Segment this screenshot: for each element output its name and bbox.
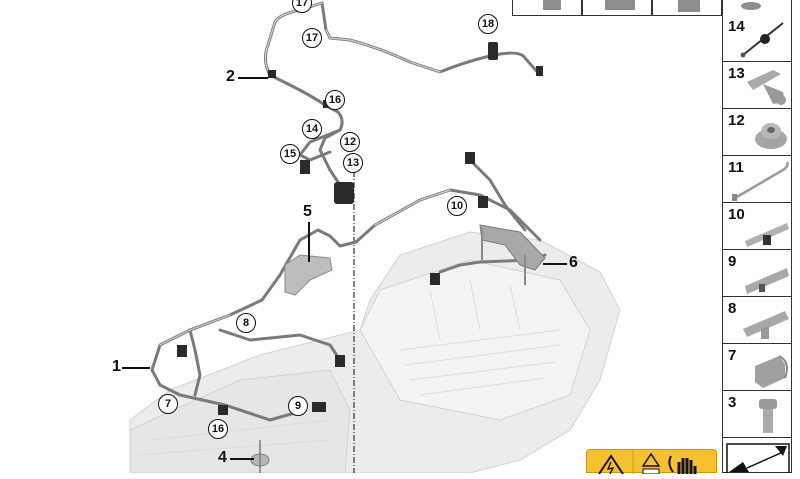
- top-parts-cell[interactable]: [582, 0, 652, 16]
- part-number: 9: [728, 253, 737, 270]
- callout-18: 18: [478, 14, 498, 34]
- cable-clamp-icon: [755, 355, 788, 388]
- callout-16: 16: [325, 90, 345, 110]
- part-cell-14[interactable]: 14: [722, 15, 792, 62]
- part-label-5: 5: [303, 203, 312, 220]
- cable-holder-clip-icon: [745, 268, 789, 294]
- high-voltage-warning-icon: [598, 454, 624, 475]
- top-parts-cell[interactable]: [512, 0, 582, 16]
- arrow-link-icon: [726, 443, 790, 473]
- bracket-clip-icon: [747, 70, 786, 105]
- read-manual-warning-icon: [641, 452, 661, 475]
- callout-7: 7: [158, 394, 178, 414]
- warning-label: [586, 449, 717, 475]
- callout-9: 9: [288, 396, 308, 416]
- link-arrow-cell[interactable]: [722, 438, 792, 473]
- callout-12: 12: [340, 132, 360, 152]
- leader-line-2: [238, 77, 268, 79]
- part-cell-11[interactable]: 11: [722, 156, 792, 203]
- callout-15: 15: [280, 144, 300, 164]
- part-number: 12: [728, 112, 745, 129]
- part-label-1: 1: [112, 358, 121, 375]
- part-cell-3[interactable]: 3: [722, 391, 792, 438]
- part-cell-9[interactable]: 9: [722, 250, 792, 297]
- part-cell-12[interactable]: 12: [722, 109, 792, 156]
- hex-flange-nut-icon: [755, 123, 787, 149]
- battery-housing: [129, 231, 621, 473]
- top-parts-cell[interactable]: [652, 0, 722, 16]
- part-number: 10: [728, 206, 745, 223]
- cable-tie-with-clip-icon: [740, 22, 784, 58]
- part-cell-7[interactable]: 7: [722, 344, 792, 391]
- part-cell-10[interactable]: 10: [722, 203, 792, 250]
- leader-line-1: [122, 367, 150, 369]
- part-number: 3: [728, 394, 737, 411]
- cable-holder-clip-icon: [745, 223, 789, 247]
- callout-8: 8: [236, 313, 256, 333]
- hex-bolt-icon: [759, 399, 777, 433]
- callout-16: 16: [208, 419, 228, 439]
- part-cell-13[interactable]: 13: [722, 62, 792, 109]
- cable-holder-clip-icon: [743, 311, 789, 339]
- callout-13: 13: [343, 153, 363, 173]
- part-number: 8: [728, 300, 737, 317]
- part-label-2: 2: [226, 68, 235, 85]
- part-number: 14: [728, 18, 745, 35]
- part-label-6: 6: [569, 254, 578, 271]
- leader-line-4: [230, 458, 254, 460]
- part-number: 11: [728, 159, 744, 176]
- top-parts-cell[interactable]: [722, 0, 792, 16]
- leader-line-5: [308, 222, 310, 262]
- part-number: 7: [728, 347, 737, 364]
- part-label-4: 4: [218, 449, 227, 466]
- callout-10: 10: [447, 196, 467, 216]
- callout-14: 14: [302, 119, 322, 139]
- part-number: 13: [728, 65, 745, 82]
- cable-tie-icon: [732, 161, 789, 201]
- callout-17: 17: [302, 28, 322, 48]
- leader-line-6: [543, 263, 567, 265]
- part-cell-8[interactable]: 8: [722, 297, 792, 344]
- hand-protection-icon: [668, 455, 697, 474]
